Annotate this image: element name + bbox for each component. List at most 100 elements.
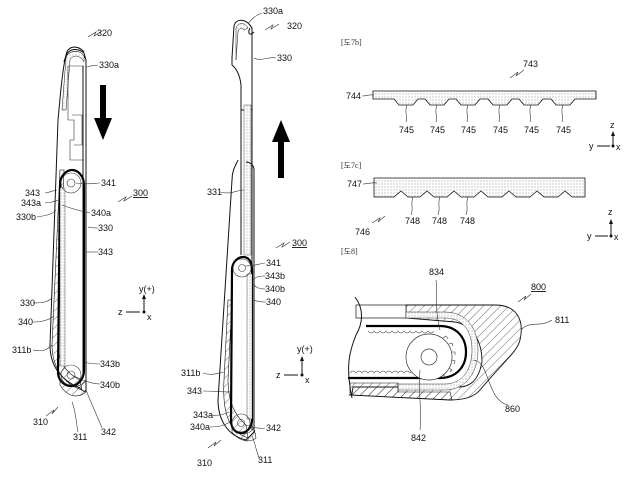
ref-340b: 340b xyxy=(100,380,120,390)
belt-teeth-upper xyxy=(367,330,435,334)
sheet-head-dots xyxy=(235,23,249,61)
inner-block xyxy=(67,65,84,161)
ref-747: 747 xyxy=(347,179,362,189)
roller-bottom-hub xyxy=(237,419,245,427)
fig-7c-header: [도7c] xyxy=(341,161,362,170)
roller-bottom xyxy=(60,364,82,386)
housing-811 xyxy=(348,304,522,401)
fig-7b-leaders xyxy=(361,69,564,123)
ref-341: 341 xyxy=(266,258,281,268)
figure-a: 320 330a 341 300 343 343a 330b 340a 330 … xyxy=(12,28,155,442)
ref-311b: 311b xyxy=(12,345,31,355)
break-line xyxy=(348,296,362,399)
axis-x-label: x xyxy=(616,142,621,152)
ref-300: 300 xyxy=(133,188,148,198)
link-strip xyxy=(59,187,66,367)
link-strip xyxy=(246,273,253,420)
ref-745: 745 xyxy=(493,125,508,135)
sheet-hook xyxy=(248,27,255,35)
axis-z-label: z xyxy=(276,370,281,380)
ref-834: 834 xyxy=(429,267,444,277)
ref-745: 745 xyxy=(430,125,445,135)
axes-a: y(+) z x xyxy=(118,284,155,322)
axis-x-label: x xyxy=(147,312,152,322)
ref-340: 340 xyxy=(18,317,33,327)
housing-wall xyxy=(223,299,249,439)
axis-y-label: y(+) xyxy=(297,344,313,354)
top-window xyxy=(355,304,407,319)
ref-745: 745 xyxy=(399,125,414,135)
ref-300: 300 xyxy=(292,238,307,248)
ref-311b: 311b xyxy=(181,368,200,378)
axis-x-label: x xyxy=(305,375,310,385)
ref-343a: 343a xyxy=(193,410,213,420)
top-cap-hatch xyxy=(61,51,85,111)
ref-744: 744 xyxy=(346,91,361,101)
roller-842-hub xyxy=(420,348,438,366)
ref-342: 342 xyxy=(101,427,116,437)
ref-748: 748 xyxy=(432,216,447,226)
ref-800: 800 xyxy=(531,282,546,292)
ref-320: 320 xyxy=(97,28,112,38)
ref-748: 748 xyxy=(405,216,420,226)
ref-811: 811 xyxy=(555,315,569,325)
ref-860: 860 xyxy=(505,404,520,414)
roller-top xyxy=(232,258,252,278)
roller-bottom-hub xyxy=(66,370,76,380)
figure-7b: [도7b] 743 744 745 745 745 745 745 745 z … xyxy=(341,38,621,152)
down-arrow-icon xyxy=(94,85,112,140)
plate-331 xyxy=(243,104,252,256)
ref-343: 343 xyxy=(25,188,40,198)
axis-y-label: y(+) xyxy=(139,284,155,294)
ref-330: 330 xyxy=(277,53,292,63)
toothed-belt xyxy=(372,90,597,106)
sheet-head xyxy=(231,19,253,111)
roller-teeth xyxy=(441,335,456,379)
ref-330a: 330a xyxy=(99,60,119,70)
ref-340b: 340b xyxy=(265,284,285,294)
housing-wall xyxy=(51,169,83,391)
figure-8: [도8] 834 800 811 860 842 xyxy=(341,247,569,443)
axis-y-label: y xyxy=(589,141,594,151)
foot-hatch xyxy=(59,379,87,397)
ref-748: 748 xyxy=(460,216,475,226)
axis-z-label: z xyxy=(608,207,613,217)
bottom-wall xyxy=(349,382,453,401)
ref-340: 340 xyxy=(266,297,281,307)
axis-x-label: x xyxy=(614,232,619,242)
ref-343a: 343a xyxy=(21,198,41,208)
ref-343b: 343b xyxy=(265,271,285,281)
axes-7c: z y x xyxy=(587,207,619,242)
grooved-belt xyxy=(373,177,586,198)
fig-8-header: [도8] xyxy=(341,247,358,256)
ref-842: 842 xyxy=(411,433,426,443)
figure-b: 330a 320 330 331 300 341 343b 340b 340 3… xyxy=(181,6,313,468)
ref-310: 310 xyxy=(33,417,48,427)
ref-343: 343 xyxy=(187,386,202,396)
ref-330b: 330b xyxy=(16,212,36,222)
roller-bottom xyxy=(231,413,251,433)
up-arrow-icon xyxy=(272,120,290,178)
figure-7c: [도7c] 747 748 748 748 746 z y x xyxy=(341,161,619,242)
fig-b-leaders xyxy=(202,12,291,461)
axes-7b: z y x xyxy=(589,120,621,152)
axis-z-label: z xyxy=(118,307,123,317)
fig-7c-leaders xyxy=(362,182,469,224)
fig-a-leaders xyxy=(32,30,133,433)
ref-330a: 330a xyxy=(263,6,283,16)
ref-340a: 340a xyxy=(190,422,210,432)
ref-340a: 340a xyxy=(91,208,111,218)
roller-top-hub xyxy=(66,178,76,188)
fig-8-leaders xyxy=(419,279,553,431)
ref-311: 311 xyxy=(73,432,87,442)
belt-834 xyxy=(348,324,468,380)
roller-top xyxy=(60,172,82,194)
axis-y-label: y xyxy=(587,231,592,241)
ref-341: 341 xyxy=(101,178,116,188)
ref-342: 342 xyxy=(266,423,281,433)
roller-top-hub xyxy=(238,264,246,272)
axes-b: y(+) z x xyxy=(276,344,313,385)
ref-330-right: 330 xyxy=(98,223,113,233)
ref-745: 745 xyxy=(556,125,571,135)
